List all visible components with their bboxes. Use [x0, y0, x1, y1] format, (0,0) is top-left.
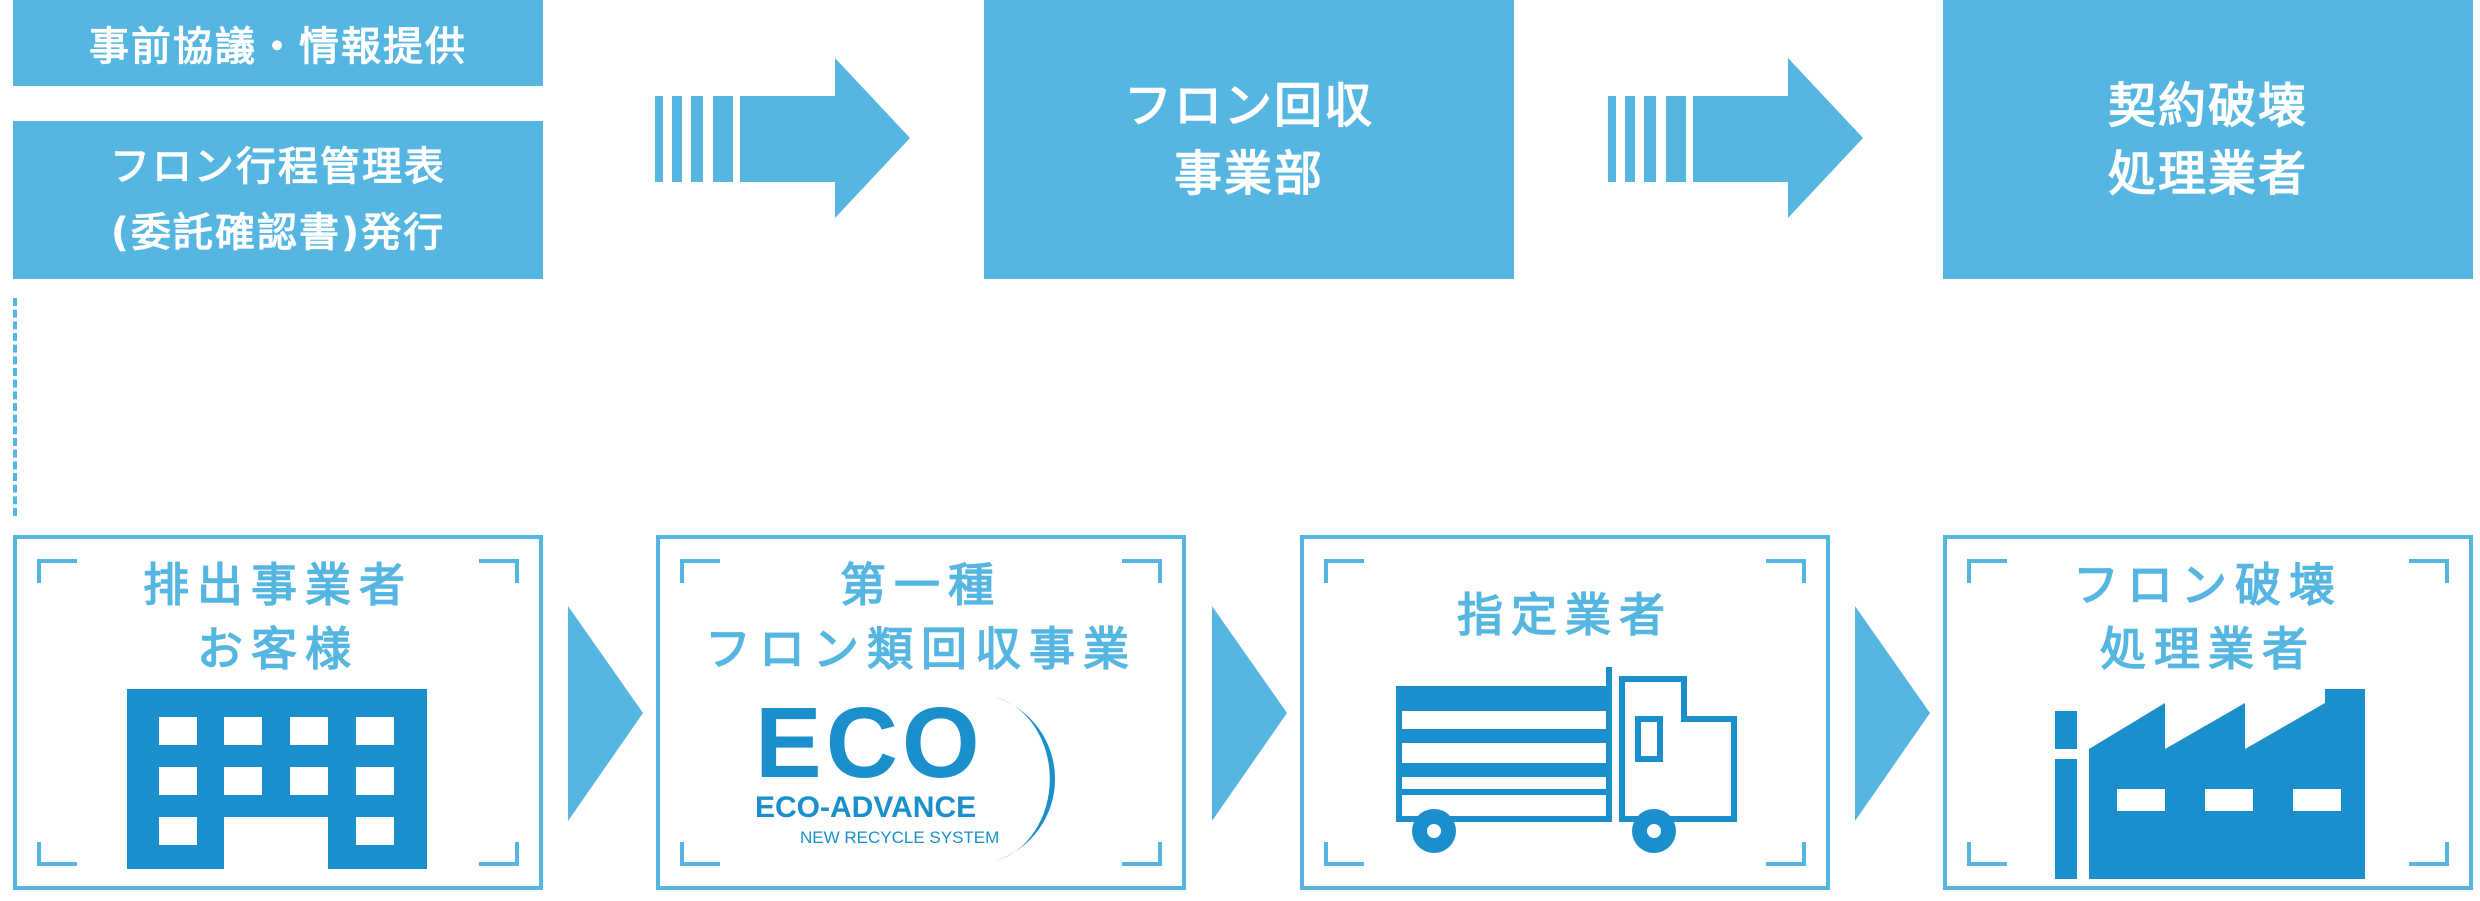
- eco-logo-name: ECO-ADVANCE: [755, 791, 976, 824]
- corner-marks: [680, 559, 1162, 866]
- contract-destroyer-box: 契約破壊 処理業者: [1943, 0, 2473, 279]
- consult-box: 事前協議・情報提供: [13, 0, 543, 86]
- recovery-division-box: フロン回収 事業部: [984, 0, 1514, 279]
- factory-icon: [2055, 689, 2365, 879]
- consult-label: 事前協議・情報提供: [89, 24, 467, 70]
- eco-advance-logo: ECO ECO-ADVANCE NEW RECYCLE SYSTEM: [755, 689, 1056, 861]
- destroyer-line-2: 処理業者: [2100, 622, 2316, 676]
- corner-marks: [37, 559, 519, 866]
- discharger-line-2: お客様: [197, 622, 359, 676]
- discharger-line-1: 排出事業者: [143, 558, 413, 612]
- office-building-icon: [127, 689, 427, 869]
- dashed-connector: [13, 298, 17, 516]
- corner-marks: [1967, 559, 2449, 866]
- card-collector: 第一種 フロン類回収事業 ECO ECO-ADVANCE NEW RECYCLE…: [656, 535, 1186, 890]
- manifest-line-2: (委託確認書)発行: [110, 210, 446, 256]
- card-destroyer: フロン破壊 処理業者: [1943, 535, 2473, 890]
- recovery-line-2: 事業部: [1173, 145, 1324, 202]
- manifest-line-1: フロン行程管理表: [110, 144, 446, 190]
- card-discharger: 排出事業者 お客様: [13, 535, 543, 890]
- contract-line-1: 契約破壊: [2107, 77, 2308, 134]
- manifest-box: フロン行程管理表 (委託確認書)発行: [13, 121, 543, 279]
- contract-line-2: 処理業者: [2107, 145, 2308, 202]
- flow-arrow-2: [1608, 58, 1863, 218]
- recovery-line-1: フロン回収: [1123, 77, 1374, 134]
- designated-label: 指定業者: [1457, 588, 1673, 642]
- destroyer-line-1: フロン破壊: [2073, 558, 2343, 612]
- collector-line-2: フロン類回収事業: [705, 622, 1137, 676]
- chevron-right-icon: [1855, 606, 1930, 821]
- corner-marks: [1324, 559, 1806, 866]
- collector-line-1: 第一種: [840, 558, 1002, 612]
- eco-logo-mark: ECO: [755, 689, 984, 799]
- card-designated: 指定業者: [1300, 535, 1830, 890]
- eco-logo-tagline: NEW RECYCLE SYSTEM: [800, 828, 999, 847]
- chevron-right-icon: [1212, 606, 1287, 821]
- truck-icon: [1396, 667, 1737, 853]
- flow-arrow-1: [655, 58, 910, 218]
- chevron-right-icon: [568, 606, 643, 821]
